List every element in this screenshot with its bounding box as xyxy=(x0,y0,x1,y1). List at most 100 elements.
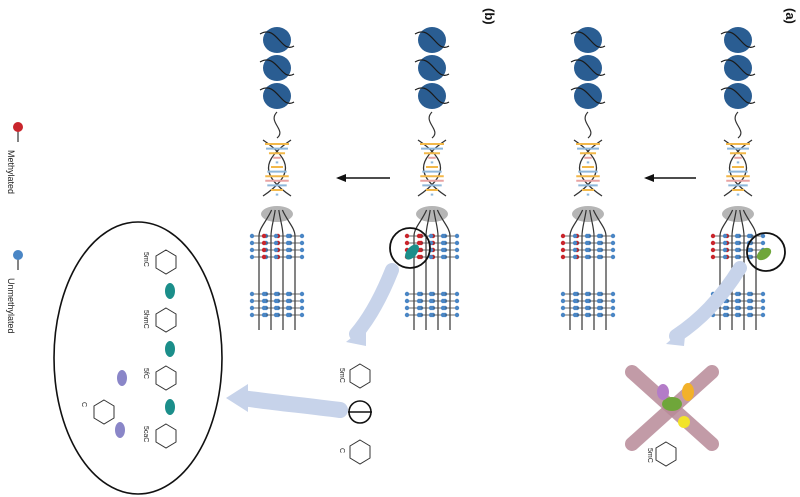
methyl-lollipop-icon xyxy=(428,312,434,318)
methyl-lollipop-icon xyxy=(584,233,590,239)
svg-text:5caC: 5caC xyxy=(142,426,149,442)
methyl-lollipop-icon xyxy=(13,122,23,132)
methyl-lollipop-icon xyxy=(760,291,766,297)
methyl-lollipop-icon xyxy=(428,305,434,311)
methyl-lollipop-icon xyxy=(734,247,740,253)
methyl-lollipop-icon xyxy=(596,247,602,253)
nucleosome-icon xyxy=(414,83,450,109)
methyl-lollipop-icon xyxy=(584,254,590,260)
methyl-lollipop-icon xyxy=(760,305,766,311)
legend-methylated-label: Methylated xyxy=(6,150,16,194)
tet-enzyme-icon xyxy=(165,283,175,299)
methyl-lollipop-icon xyxy=(572,291,578,297)
methyl-lollipop-icon xyxy=(454,305,460,311)
methyl-lollipop-icon xyxy=(584,298,590,304)
molecule-5caC: 5caC xyxy=(142,423,177,449)
methyl-lollipop-icon xyxy=(722,240,728,246)
methyl-lollipop-icon xyxy=(710,233,716,239)
methyl-lollipop-icon xyxy=(249,240,255,246)
methyl-lollipop-icon xyxy=(454,312,460,318)
methyl-lollipop-icon xyxy=(285,291,291,297)
nucleosome-icon xyxy=(570,55,606,81)
methyl-lollipop-icon xyxy=(285,254,291,260)
cross-icon xyxy=(625,365,719,451)
nucleosome-icon xyxy=(259,27,295,53)
methyl-lollipop-icon xyxy=(285,312,291,318)
legend-methylated: Methylated xyxy=(6,122,23,194)
methyl-lollipop-icon xyxy=(596,240,602,246)
methyl-lollipop-icon xyxy=(416,305,422,311)
methyl-lollipop-icon xyxy=(416,312,422,318)
tet-enzyme-icon xyxy=(165,341,175,357)
methyl-lollipop-icon xyxy=(610,240,616,246)
methyl-lollipop-icon xyxy=(610,291,616,297)
methyl-lollipop-icon xyxy=(285,233,291,239)
molecule-5mC: 5mC xyxy=(142,249,177,275)
methyl-lollipop-icon xyxy=(299,305,305,311)
methyl-lollipop-icon xyxy=(734,233,740,239)
methyl-lollipop-icon xyxy=(273,291,279,297)
methyl-lollipop-icon xyxy=(722,312,728,318)
molecule-C-b: C xyxy=(338,439,371,465)
methyl-lollipop-icon xyxy=(440,312,446,318)
methyl-lollipop-icon xyxy=(734,240,740,246)
nucleosome-icon xyxy=(570,83,606,109)
methyl-lollipop-icon xyxy=(746,291,752,297)
svg-text:5mC: 5mC xyxy=(338,368,345,383)
methyl-lollipop-icon xyxy=(584,312,590,318)
methyl-lollipop-icon xyxy=(285,247,291,253)
methyl-lollipop-icon xyxy=(299,247,305,253)
methyl-lollipop-icon xyxy=(416,254,422,260)
methyl-lollipop-icon xyxy=(722,254,728,260)
methyl-lollipop-icon xyxy=(440,291,446,297)
methyl-lollipop-icon xyxy=(734,254,740,260)
methyl-lollipop-icon xyxy=(746,305,752,311)
methyl-lollipop-icon xyxy=(596,233,602,239)
methyl-lollipop-icon xyxy=(760,240,766,246)
methyl-lollipop-icon xyxy=(596,298,602,304)
chromatin-column xyxy=(404,27,460,330)
nucleosome-icon xyxy=(259,55,295,81)
svg-text:5hmC: 5hmC xyxy=(142,310,149,329)
methyl-lollipop-icon xyxy=(249,254,255,260)
methyl-lollipop-icon xyxy=(261,240,267,246)
methyl-lollipop-icon xyxy=(440,233,446,239)
svg-text:C: C xyxy=(80,402,87,407)
nucleosome-icon xyxy=(720,83,756,109)
tdg-enzyme-icon xyxy=(117,370,127,386)
conversion-row-b: 5mC C xyxy=(338,363,372,465)
methyl-lollipop-icon xyxy=(249,291,255,297)
protein-icon xyxy=(261,206,293,222)
methyl-lollipop-icon xyxy=(596,291,602,297)
protein-icon xyxy=(416,206,448,222)
legend-unmethylated-label: Unmethylated xyxy=(6,278,16,334)
enzyme-icon xyxy=(662,397,682,411)
methyl-lollipop-icon xyxy=(440,247,446,253)
methyl-lollipop-icon xyxy=(572,312,578,318)
methyl-lollipop-icon xyxy=(584,240,590,246)
methyl-lollipop-icon xyxy=(454,233,460,239)
methyl-lollipop-icon xyxy=(734,312,740,318)
methyl-lollipop-icon xyxy=(584,247,590,253)
methyl-lollipop-icon xyxy=(584,291,590,297)
methyl-lollipop-icon xyxy=(428,233,434,239)
enzyme-icon xyxy=(657,384,669,400)
svg-text:5mC: 5mC xyxy=(142,252,149,267)
molecule-5mC-b: 5mC xyxy=(338,363,371,389)
nucleosome-icon xyxy=(570,27,606,53)
methyl-lollipop-icon xyxy=(404,312,410,318)
methyl-lollipop-icon xyxy=(610,254,616,260)
methyl-lollipop-icon xyxy=(299,254,305,260)
methyl-lollipop-icon xyxy=(572,233,578,239)
methyl-lollipop-icon xyxy=(584,305,590,311)
methyl-lollipop-icon xyxy=(13,250,23,260)
dnmt-enzyme-icon xyxy=(756,247,772,261)
methyl-lollipop-icon xyxy=(610,298,616,304)
dna-helix-icon xyxy=(573,139,603,197)
methyl-lollipop-icon xyxy=(454,291,460,297)
molecule-label: 5mC xyxy=(646,448,653,463)
null-symbol-icon xyxy=(348,400,372,424)
methyl-lollipop-icon xyxy=(404,298,410,304)
arrow-icon xyxy=(226,384,348,418)
methyl-lollipop-icon xyxy=(249,305,255,311)
